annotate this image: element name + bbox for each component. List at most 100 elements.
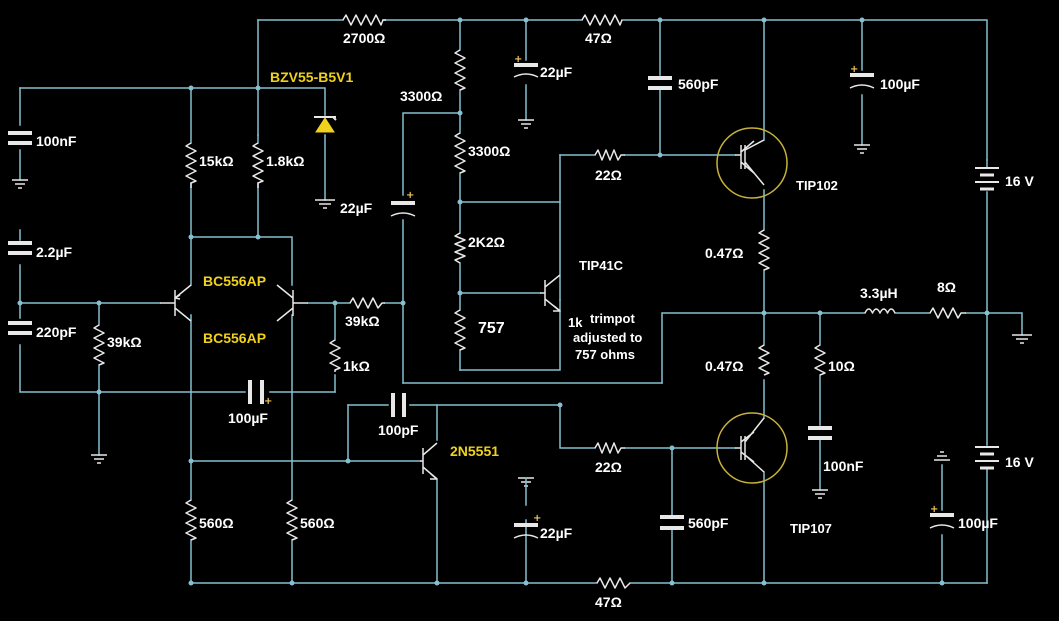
label-tip41c: TIP41C: [579, 258, 624, 273]
label-trimpot-line3: 757 ohms: [575, 347, 635, 362]
label-c-560p-bot: 560pF: [688, 515, 729, 531]
capacitor-22u-bot: +: [513, 513, 541, 539]
capacitor-560p-bot: [660, 515, 684, 530]
ground-100u-bot: [934, 451, 950, 461]
label-trimpot-line1b: trimpot: [590, 311, 635, 326]
label-bc556-a: BC556AP: [203, 273, 266, 289]
label-c-220p: 220pF: [36, 324, 77, 340]
svg-text:+: +: [850, 64, 858, 75]
ground-100nF: [12, 179, 28, 189]
label-c-100u-bot: 100µF: [958, 515, 998, 531]
resistor-3300-b: [454, 132, 466, 174]
battery-bottom: [975, 446, 999, 470]
ground-load: [1012, 334, 1032, 344]
resistor-22-top: [594, 149, 625, 161]
label-c-100nF-left: 100nF: [36, 133, 77, 149]
label-supply-bot: 16 V: [1005, 454, 1034, 470]
capacitor-100nF-left: [8, 131, 32, 145]
ground-zener-cap: [315, 199, 335, 209]
capacitor-22u-top: +: [513, 54, 539, 78]
capacitor-220p: [8, 321, 32, 335]
label-r-560-b: 560Ω: [300, 515, 335, 531]
label-r-3300-b: 3300Ω: [468, 143, 510, 159]
resistors: [93, 14, 966, 589]
junctions: [17, 17, 990, 586]
label-r-047-bot: 0.47Ω: [705, 358, 743, 374]
capacitor-2u2: [8, 241, 32, 255]
transistor-tip41c: [540, 274, 561, 312]
label-c-100u-top: 100µF: [880, 76, 920, 92]
resistor-22-bot: [594, 442, 625, 454]
svg-text:+: +: [533, 513, 541, 524]
label-r-top-left: 2700Ω: [343, 30, 385, 46]
label-r-22-bot: 22Ω: [595, 459, 622, 475]
wires: [19, 19, 1023, 584]
label-r-top-right: 47Ω: [585, 30, 612, 46]
resistor-trimpot-757: [454, 309, 466, 351]
label-r-10: 10Ω: [828, 358, 855, 374]
resistor-39k-fb: [349, 297, 385, 309]
label-c-560p-top: 560pF: [678, 76, 719, 92]
label-c-100p: 100pF: [378, 422, 419, 438]
resistor-15k: [185, 142, 197, 188]
labels: 2700Ω 47Ω 100nF BZV55-B5V1 3300Ω 22µF 56…: [36, 30, 1034, 610]
resistor-39k-left: [93, 324, 105, 366]
transistor-2n5551: [420, 442, 438, 480]
label-zener: BZV55-B5V1: [270, 69, 353, 85]
label-trimpot-line1: 1k: [568, 315, 583, 330]
label-r-15k: 15kΩ: [199, 153, 234, 169]
label-r-560-a: 560Ω: [199, 515, 234, 531]
resistor-047-bot: [758, 344, 770, 376]
label-r-1k: 1kΩ: [343, 358, 370, 374]
label-c-100nF-zobel: 100nF: [823, 458, 864, 474]
transistor-tip102: [716, 127, 788, 199]
capacitor-100nF-zobel: [808, 426, 832, 440]
resistor-2k2: [454, 232, 466, 264]
label-c-22u-zener: 22µF: [340, 200, 373, 216]
label-c-100u-fb: 100µF: [228, 410, 268, 426]
label-r-47-bottom: 47Ω: [595, 594, 622, 610]
resistor-2700: [342, 14, 386, 26]
resistor-47-bottom: [596, 577, 631, 589]
resistor-3300-a: [454, 49, 466, 91]
resistor-047-top: [758, 229, 770, 271]
label-r-2k2: 2K2Ω: [468, 234, 505, 250]
resistor-8-load: [929, 307, 966, 319]
battery-top: [975, 167, 999, 191]
svg-text:+: +: [406, 190, 414, 201]
label-c-2u2: 2.2µF: [36, 244, 73, 260]
label-tip102: TIP102: [796, 178, 838, 193]
label-c-22u-bot: 22µF: [540, 525, 573, 541]
svg-text:+: +: [930, 504, 938, 515]
capacitor-560p-top: [648, 76, 672, 90]
resistor-560-b: [286, 499, 298, 541]
resistor-47-top: [581, 14, 623, 26]
capacitor-100u-bot: +: [929, 504, 955, 529]
capacitors: + + + + + +: [8, 54, 955, 539]
inductor: [864, 308, 896, 314]
ground-39k: [91, 454, 107, 464]
label-r-22-top: 22Ω: [595, 167, 622, 183]
label-inductor: 3.3µH: [860, 285, 898, 301]
resistor-10: [814, 344, 826, 376]
transistor-bc556-b: [276, 284, 308, 322]
ground-symbols: [12, 119, 1032, 499]
resistor-560-a: [185, 499, 197, 541]
capacitor-100u-fb: +: [248, 380, 272, 407]
capacitor-100u-top: +: [849, 64, 875, 89]
capacitor-22u-zener: +: [390, 190, 416, 217]
capacitor-100p: [391, 393, 406, 417]
ground-100u-top: [854, 144, 870, 154]
label-tip107: TIP107: [790, 521, 832, 536]
ground-22u-top: [518, 119, 534, 129]
transistor-bc556-a: [160, 284, 192, 322]
label-bc556-b: BC556AP: [203, 330, 266, 346]
label-2n5551: 2N5551: [450, 443, 499, 459]
label-c-22u-top: 22µF: [540, 64, 573, 80]
label-r-trimpot: 757: [478, 320, 505, 337]
resistor-1k8: [252, 142, 264, 188]
label-supply-top: 16 V: [1005, 173, 1034, 189]
label-r-3300-a: 3300Ω: [400, 88, 442, 104]
ground-zobel: [812, 489, 828, 499]
